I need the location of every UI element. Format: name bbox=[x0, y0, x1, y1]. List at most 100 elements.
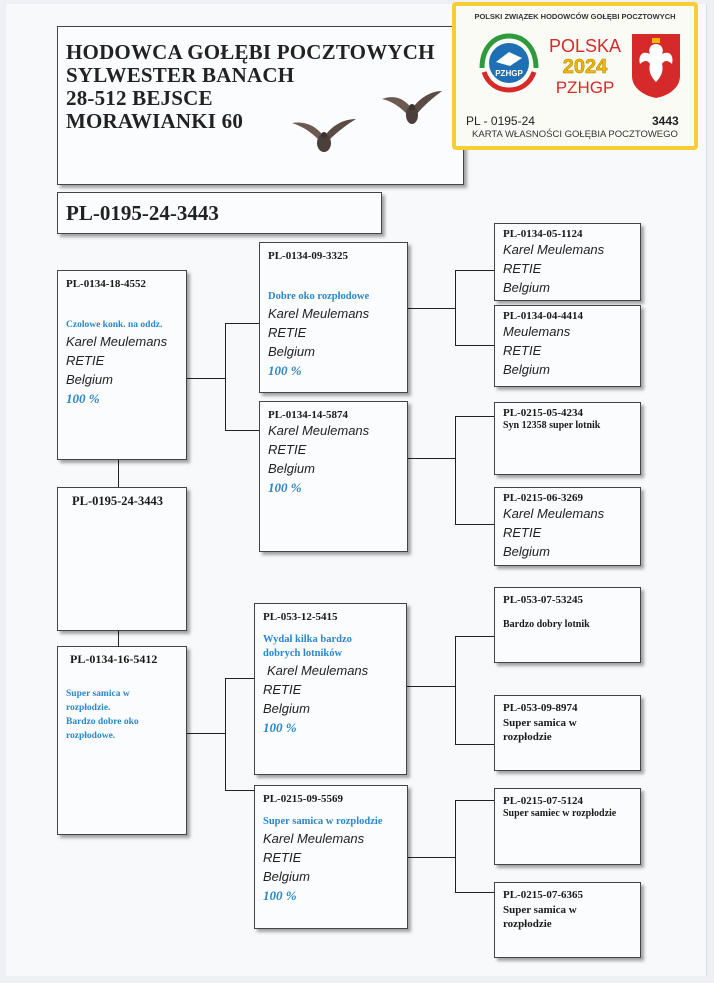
connector bbox=[118, 630, 119, 647]
ds-place: RETIE bbox=[263, 682, 302, 697]
sire-country: Belgium bbox=[66, 372, 113, 387]
dd-breeder: Karel Meulemans bbox=[263, 831, 365, 846]
connector bbox=[225, 323, 260, 324]
polish-eagle-icon bbox=[632, 34, 680, 98]
pigeon-right-icon bbox=[382, 91, 442, 124]
dss-note: Bardzo dobry lotnik bbox=[503, 619, 590, 630]
card-country: POLSKA bbox=[548, 36, 622, 56]
ss-ring: PL-0134-09-3325 bbox=[268, 250, 349, 262]
ss-breeder: Karel Meulemans bbox=[268, 306, 370, 321]
ssd-breeder: Meulemans bbox=[503, 324, 571, 339]
sire-dam-box: PL-0134-14-5874 Karel Meulemans RETIE Be… bbox=[259, 401, 408, 552]
ds-ring: PL-053-12-5415 bbox=[263, 611, 338, 623]
header-line-4: MORAWIANKI 60 bbox=[66, 109, 244, 133]
sire-breeder: Karel Meulemans bbox=[66, 334, 168, 349]
ds-breeder: Karel Meulemans bbox=[267, 663, 369, 678]
sdd-place: RETIE bbox=[503, 525, 542, 540]
connector bbox=[186, 378, 226, 379]
connector bbox=[455, 416, 456, 524]
header-line-2: SYLWESTER BANACH bbox=[66, 63, 295, 87]
ss-note: Dobre oko rozpłodowe bbox=[268, 291, 370, 302]
ssd-ring: PL-0134-04-4414 bbox=[503, 310, 584, 322]
ds-note-2: dobrych lotników bbox=[263, 648, 343, 659]
sss-ring: PL-0134-05-1124 bbox=[503, 228, 583, 240]
ss-place: RETIE bbox=[268, 325, 307, 340]
sd-country: Belgium bbox=[268, 461, 315, 476]
connector bbox=[455, 636, 456, 744]
sds-note: Syn 12358 super lotnik bbox=[503, 420, 601, 431]
title-ring: PL-0195-24-3443 bbox=[66, 201, 219, 225]
sire-percent: 100 % bbox=[66, 391, 100, 406]
dds-ring: PL-0215-07-5124 bbox=[503, 795, 584, 807]
sss-box: PL-0134-05-1124 Karel Meulemans RETIE Be… bbox=[494, 223, 641, 301]
connector bbox=[407, 458, 455, 459]
breeder-header: HODOWCA GOŁĘBI POCZTOWYCH SYLWESTER BANA… bbox=[57, 26, 464, 185]
dam-dam-box: PL-0215-09-5569 Super samica w rozplodzi… bbox=[254, 785, 408, 929]
dsd-note-1: Super samica w bbox=[503, 717, 577, 729]
dss-box: PL-053-07-53245 Bardzo dobry lotnik bbox=[494, 587, 641, 663]
connector bbox=[407, 308, 455, 309]
connector bbox=[225, 790, 255, 791]
ss-percent: 100 % bbox=[268, 363, 302, 378]
dsd-box: PL-053-09-8974 Super samica w rozpłodzie bbox=[494, 695, 641, 771]
sd-ring: PL-0134-14-5874 bbox=[268, 409, 349, 421]
connector bbox=[225, 323, 226, 430]
connector bbox=[455, 744, 494, 745]
subject-box: PL-0195-24-3443 bbox=[57, 487, 187, 631]
sdd-country: Belgium bbox=[503, 544, 550, 559]
sd-breeder: Karel Meulemans bbox=[268, 423, 370, 438]
sds-ring: PL-0215-05-4234 bbox=[503, 407, 584, 419]
connector bbox=[455, 416, 494, 417]
sire-box: PL-0134-18-4552 Czolowe konk. na oddz. K… bbox=[57, 270, 187, 460]
ssd-country: Belgium bbox=[503, 362, 550, 377]
card-acronym: PZHGP bbox=[555, 78, 615, 97]
dd-place: RETIE bbox=[263, 850, 302, 865]
pigeon-left-icon bbox=[292, 119, 356, 152]
ds-note-1: Wydał kilka bardzo bbox=[263, 634, 352, 645]
card-ring: PL - 0195-24 bbox=[466, 114, 535, 128]
logo-text: PZHGP bbox=[495, 69, 523, 78]
connector bbox=[225, 678, 255, 679]
dam-note-2: rozpłodzie. bbox=[66, 703, 111, 713]
sss-country: Belgium bbox=[503, 280, 550, 295]
sd-percent: 100 % bbox=[268, 480, 302, 495]
ddd-note-1: Super samica w bbox=[503, 904, 577, 916]
connector bbox=[118, 459, 119, 488]
connector bbox=[225, 430, 260, 431]
sds-box: PL-0215-05-4234 Syn 12358 super lotnik bbox=[494, 402, 641, 475]
dam-ring: PL-0134-16-5412 bbox=[70, 652, 158, 666]
header-line-3: 28-512 BEJSCE bbox=[66, 86, 213, 110]
ssd-place: RETIE bbox=[503, 343, 542, 358]
ddd-note-2: rozpłodzie bbox=[503, 918, 552, 930]
dam-note-4: rozpłodowe. bbox=[66, 731, 116, 741]
sdd-ring: PL-0215-06-3269 bbox=[503, 492, 584, 504]
sire-sire-box: PL-0134-09-3325 Dobre oko rozpłodowe Kar… bbox=[259, 242, 408, 393]
connector bbox=[455, 892, 494, 893]
ssd-box: PL-0134-04-4414 Meulemans RETIE Belgium bbox=[494, 305, 641, 387]
connector bbox=[455, 270, 494, 271]
sire-place: RETIE bbox=[66, 353, 105, 368]
title-ring-box: PL-0195-24-3443 bbox=[57, 192, 382, 234]
ss-country: Belgium bbox=[268, 344, 315, 359]
card-number: 3443 bbox=[652, 114, 679, 128]
sd-place: RETIE bbox=[268, 442, 307, 457]
sss-place: RETIE bbox=[503, 261, 542, 276]
connector bbox=[455, 524, 494, 525]
ownership-card: POLSKI ZWIĄZEK HODOWCÓW GOŁĘBI POCZTOWYC… bbox=[452, 2, 698, 150]
dsd-note-2: rozpłodzie bbox=[503, 731, 552, 743]
card-year: 2024 bbox=[562, 56, 608, 79]
card-org: POLSKI ZWIĄZEK HODOWCÓW GOŁĘBI POCZTOWYC… bbox=[474, 12, 676, 21]
connector bbox=[407, 857, 455, 858]
ddd-box: PL-0215-07-6365 Super samica w rozpłodzi… bbox=[494, 882, 641, 958]
dd-percent: 100 % bbox=[263, 888, 297, 903]
connector bbox=[455, 800, 494, 801]
connector bbox=[406, 686, 455, 687]
dam-box: PL-0134-16-5412 Super samica w rozpłodzi… bbox=[57, 646, 187, 835]
connector bbox=[455, 800, 456, 892]
sdd-box: PL-0215-06-3269 Karel Meulemans RETIE Be… bbox=[494, 487, 641, 566]
ds-country: Belgium bbox=[263, 701, 310, 716]
ddd-ring: PL-0215-07-6365 bbox=[503, 889, 584, 901]
dds-note: Super samiec w rozpłodzie bbox=[503, 808, 617, 819]
connector bbox=[455, 636, 494, 637]
dd-note: Super samica w rozplodzie bbox=[263, 816, 383, 827]
